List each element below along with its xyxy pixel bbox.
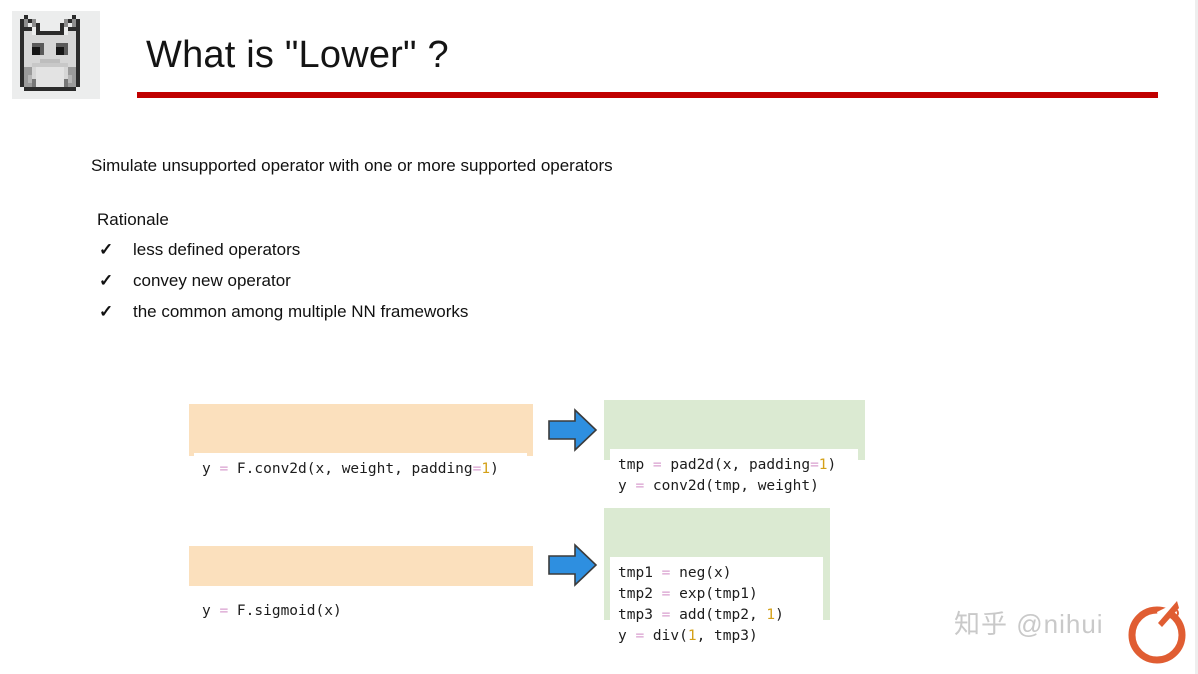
code-token-plain: F.sigmoid(x): [228, 603, 342, 619]
right-edge-divider: [1195, 0, 1198, 674]
code-token-op: =: [635, 628, 645, 644]
list-item: ✓ convey new operator: [99, 271, 468, 302]
code-token-plain: add(tmp2,: [670, 607, 767, 623]
code-token-plain: y: [618, 478, 636, 494]
code-token-num: 1: [687, 628, 697, 644]
code-token-plain: ): [827, 457, 837, 473]
code-token-num: 1: [766, 607, 776, 623]
pixel-cat-icon: [12, 11, 100, 99]
code-line: tmp2 = exp(tmp1): [618, 584, 823, 605]
code-target-2-body: tmp1 = neg(x)tmp2 = exp(tmp1)tmp3 = add(…: [610, 557, 823, 655]
zhihu-logo-icon: [1128, 601, 1186, 664]
code-token-plain: , tmp3): [696, 628, 758, 644]
code-token-op: =: [810, 457, 819, 473]
code-block-source-2: y = F.sigmoid(x): [189, 546, 533, 621]
code-token-op: =: [652, 457, 662, 473]
code-token-plain: y: [618, 628, 636, 644]
code-token-num: 1: [818, 457, 828, 473]
code-token-num: 1: [481, 461, 491, 477]
code-token-plain: F.conv2d(x, weight, padding: [228, 461, 473, 477]
code-line: tmp3 = add(tmp2, 1): [618, 605, 823, 626]
right-arrow-icon: [548, 543, 598, 587]
rationale-heading: Rationale: [97, 210, 169, 229]
list-item-label: the common among multiple NN frameworks: [133, 302, 469, 321]
code-token-plain: ): [775, 607, 784, 623]
title-underline-rule: [137, 92, 1158, 98]
code-line: y = F.conv2d(x, weight, padding=1): [202, 459, 527, 480]
code-line: tmp = pad2d(x, padding=1): [618, 455, 858, 476]
code-token-op: =: [635, 478, 645, 494]
pixel-cat-logo: [12, 11, 100, 99]
watermark-text: 知乎 @nihui: [954, 609, 1104, 639]
code-token-plain: tmp: [618, 457, 653, 473]
code-token-plain: conv2d(tmp, weight): [644, 478, 819, 494]
code-token-op: =: [219, 603, 229, 619]
check-icon: ✓: [99, 302, 114, 321]
code-token-plain: div(: [644, 628, 688, 644]
code-token-plain: pad2d(x, padding: [661, 457, 811, 473]
code-token-plain: y: [202, 461, 220, 477]
code-line: y = div(1, tmp3): [618, 626, 823, 647]
code-target-1-body: tmp = pad2d(x, padding=1)y = conv2d(tmp,…: [610, 449, 858, 495]
code-line: y = F.sigmoid(x): [202, 601, 527, 622]
page-title: What is "Lower" ?: [146, 34, 449, 76]
code-token-plain: y: [202, 603, 220, 619]
code-token-plain: tmp3: [618, 607, 662, 623]
check-icon: ✓: [99, 271, 114, 290]
code-token-op: =: [661, 565, 671, 581]
list-item-label: convey new operator: [133, 271, 291, 290]
code-token-plain: neg(x): [670, 565, 732, 581]
code-token-op: =: [661, 586, 671, 602]
code-token-plain: tmp2: [618, 586, 662, 602]
code-block-target-1: tmp = pad2d(x, padding=1)y = conv2d(tmp,…: [604, 400, 865, 495]
code-token-op: =: [661, 607, 671, 623]
code-token-plain: ): [490, 461, 499, 477]
code-token-plain: exp(tmp1): [670, 586, 758, 602]
right-arrow-icon: [548, 408, 598, 452]
list-item: ✓ the common among multiple NN framework…: [99, 302, 468, 333]
check-icon: ✓: [99, 240, 114, 259]
code-line: y = conv2d(tmp, weight): [618, 476, 858, 497]
code-line: tmp1 = neg(x): [618, 563, 823, 584]
code-token-op: =: [472, 461, 482, 477]
code-block-target-2: tmp1 = neg(x)tmp2 = exp(tmp1)tmp3 = add(…: [604, 508, 830, 655]
code-block-source-1: y = F.conv2d(x, weight, padding=1): [189, 404, 533, 491]
rationale-bullet-list: ✓ less defined operators ✓ convey new op…: [99, 240, 468, 333]
code-source-1-body: y = F.conv2d(x, weight, padding=1): [194, 453, 527, 491]
code-token-op: =: [219, 461, 229, 477]
list-item: ✓ less defined operators: [99, 240, 468, 271]
code-source-2-body: y = F.sigmoid(x): [194, 595, 527, 621]
list-item-label: less defined operators: [133, 240, 301, 259]
lead-statement: Simulate unsupported operator with one o…: [91, 156, 613, 175]
code-token-plain: tmp1: [618, 565, 662, 581]
